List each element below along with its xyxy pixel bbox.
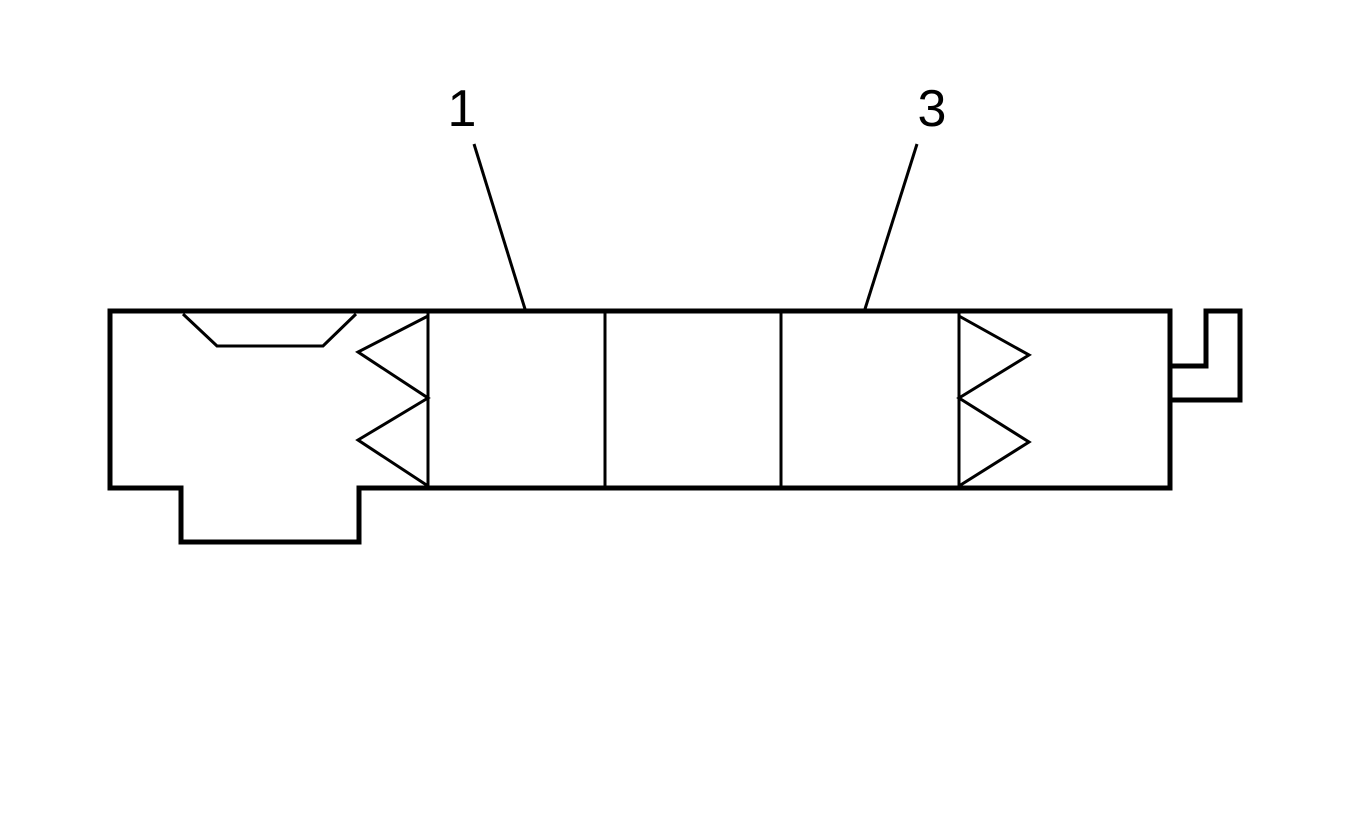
right-latch-triangles: [956, 314, 1032, 488]
connector-body-outline: [107, 308, 1173, 545]
callout-label-1: 1: [448, 80, 477, 138]
callout-label-3: 3: [918, 80, 947, 138]
left-latch-triangles: [355, 314, 431, 488]
callout-leader-3: [863, 143, 919, 310]
top-recess: [181, 312, 358, 348]
callout-leader-1: [472, 143, 527, 310]
right-locking-clip: [1167, 308, 1243, 403]
